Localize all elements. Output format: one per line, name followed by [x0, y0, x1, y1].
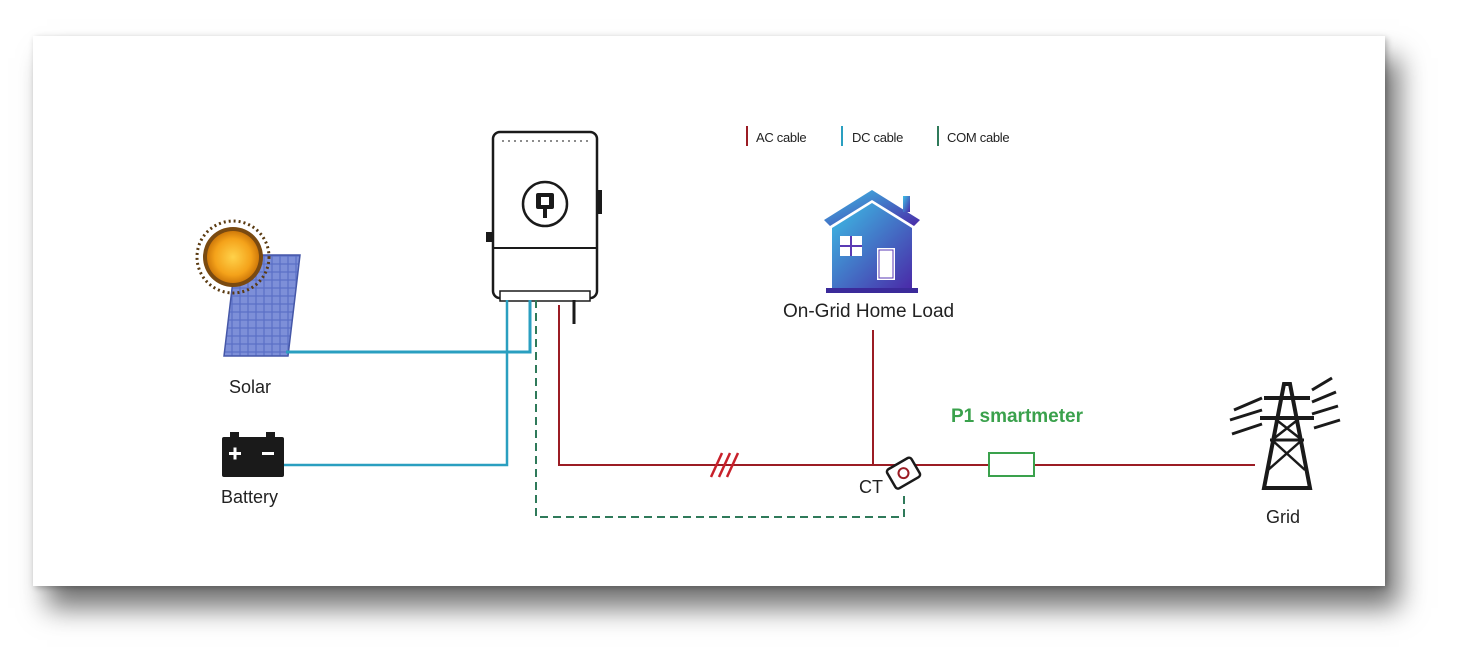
solar-label: Solar: [229, 377, 272, 397]
legend-dc-swatch: [841, 126, 843, 146]
legend-ac-swatch: [746, 126, 748, 146]
transmission-tower-icon: [1229, 376, 1341, 490]
ct-label: CT: [859, 477, 883, 497]
ac-cable: [558, 305, 1255, 466]
sun-icon: [195, 219, 271, 295]
home-load-label: On-Grid Home Load: [783, 301, 955, 322]
ct-clamp-icon: [885, 456, 922, 490]
legend-com-label: COM cable: [947, 130, 1010, 145]
com-cable: [535, 300, 905, 518]
battery-label: Battery: [221, 487, 279, 507]
house-icon: [824, 190, 920, 293]
dc-cable-solar: [286, 300, 532, 354]
inverter-icon: [486, 130, 602, 324]
legend-com-swatch: [937, 126, 939, 146]
grid-label: Grid: [1266, 507, 1301, 527]
dc-cable-battery: [284, 300, 509, 467]
legend-ac-label: AC cable: [756, 130, 807, 145]
battery-icon: [222, 432, 284, 477]
smartmeter-label: P1 smartmeter: [951, 406, 1084, 427]
meter-icon: [988, 452, 1035, 477]
legend-dc-label: DC cable: [852, 130, 904, 145]
ac-phase-marks: [709, 452, 740, 478]
